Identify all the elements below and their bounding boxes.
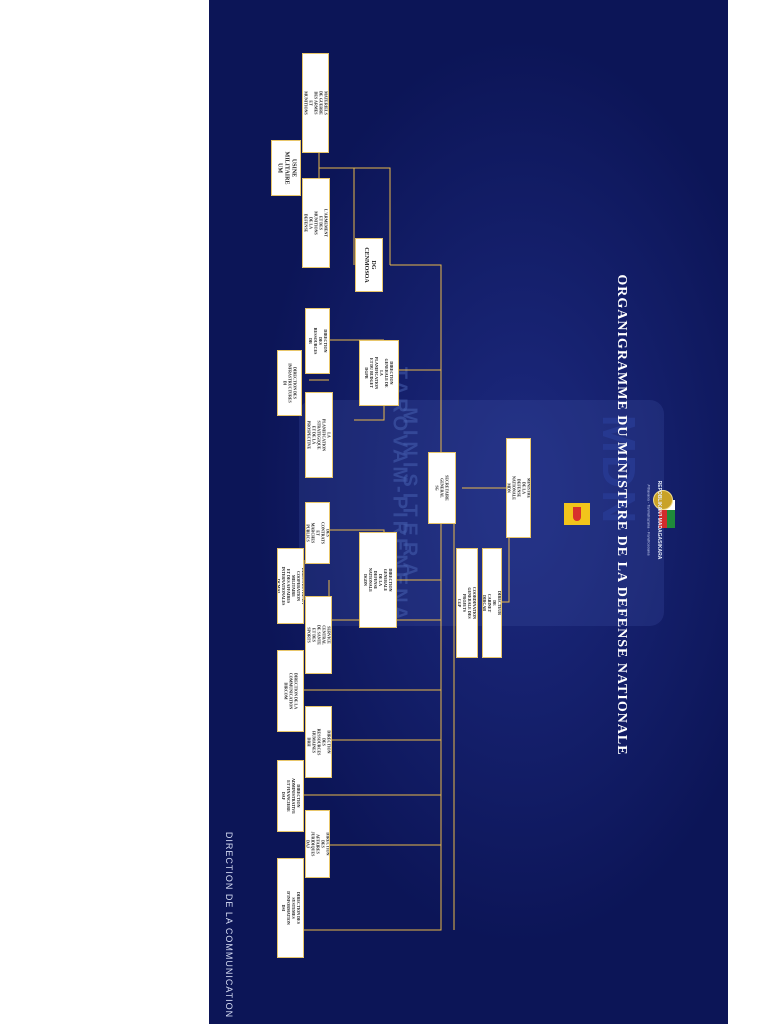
dir-contrats-box[interactable]: DIRECTION DES CONTRATS ET MARCHES PUBLIC… (305, 502, 330, 564)
ministry-emblem-icon (564, 503, 590, 525)
dir-admin-fin-box[interactable]: DIRECTION ADMINISTRATIVE ET FINANCIERE D… (277, 760, 304, 832)
dgcenmos-box[interactable]: DG CENMOSOA (355, 238, 383, 292)
dir-ressources-box[interactable]: DIRECTION DES RESSOURCES DR (305, 308, 330, 374)
page-title: ORGANIGRAMME DU MINISTERE DE LA DEFENSE … (614, 274, 629, 756)
dir-communication-box[interactable]: DIRECTION DE LA COMMUNICATION DIRCOM (277, 650, 304, 732)
dir-rh-box[interactable]: DIRECTION DES RESSOURCES HUMAINES DRH (305, 706, 332, 778)
director-cabinet-box[interactable]: DIRECTEUR DE CABINET DIRCAB (482, 548, 502, 658)
dir-gen-defense-box[interactable]: DIRECTION GENERALE DE LA DEFENSE NATIONA… (359, 532, 397, 628)
dir-infra-box[interactable]: DIRECTION DES INFRASTRUCTURES DI (277, 350, 302, 416)
dir-cooperation-box[interactable]: DIRECTION DE LA COOPERATION MILITAIRE ET… (277, 548, 304, 624)
dir-service-central-box[interactable]: DIRECTION DU SERVICE CENTRAL DE SANTE ET… (305, 596, 332, 674)
dir-systemes-info-box[interactable]: DIRECTION DES SYSTEMES D'INFORMATION DSI (277, 858, 304, 958)
org-chart-poster: MDN MINISITERA TAROVAM-PIRENENA (209, 0, 728, 1024)
usine-box[interactable]: USINE MILITAIRE UM (271, 140, 301, 196)
secretary-general-box[interactable]: SECRETAIRE GENERAL SG (428, 452, 456, 524)
dir-usine-box[interactable]: DIRECTION DE L'ARMEMENT ET DES MUNITIONS… (302, 178, 330, 268)
dir-general-plan-box[interactable]: DIRECTION GENERALE DE LA PLANIFICATION E… (359, 340, 399, 406)
coordination-box[interactable]: COORDINATION GENERALE DES PROJETS CGP (456, 548, 478, 658)
dir-plan-strat-box[interactable]: DIRECTION DE LA PLANIFICATION STRATEGIQU… (305, 392, 333, 478)
minister-box[interactable]: MINISTRE DE LA DEFENSE NATIONALE MDN (506, 438, 531, 538)
dir-sept-box[interactable]: DIRECTION DU CONTROLE DES MATERIELS DE G… (302, 53, 329, 153)
footer-label: DIRECTION DE LA COMMUNICATION (224, 831, 234, 1019)
dir-affaires-jur-box[interactable]: DIRECTION DES AFFAIRES JURIDIQUES DAJ (305, 810, 330, 878)
republic-seal-icon (653, 490, 673, 510)
